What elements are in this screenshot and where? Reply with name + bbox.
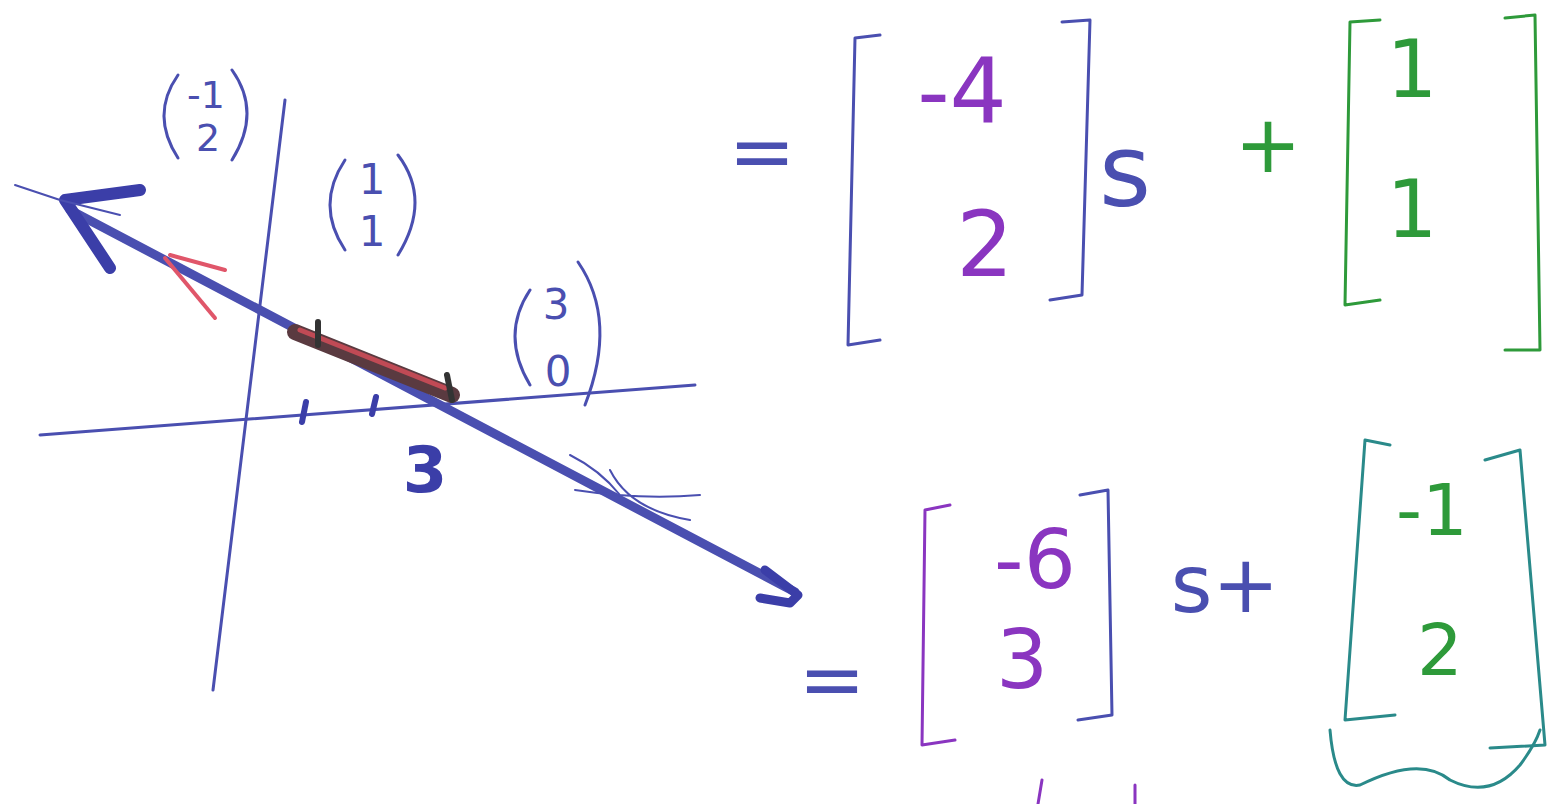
direction-segment xyxy=(300,330,445,388)
plus-sign: + xyxy=(1234,105,1301,185)
bracket xyxy=(1345,20,1380,305)
bracket xyxy=(848,35,880,345)
vector-entry: 1 xyxy=(359,159,386,201)
matrix-entry: 3 xyxy=(996,619,1048,701)
paren xyxy=(578,262,600,405)
bracket xyxy=(1505,15,1540,350)
tick-mark xyxy=(302,402,306,422)
paren xyxy=(515,290,530,385)
paren xyxy=(398,155,415,255)
paren xyxy=(164,75,178,158)
vector-entry: 3 xyxy=(543,284,570,326)
arrow-head xyxy=(760,570,798,603)
y-axis xyxy=(213,100,285,690)
bracket xyxy=(1345,440,1395,720)
bracket xyxy=(1078,490,1112,720)
parameter: s xyxy=(1099,122,1151,222)
bracket-stub xyxy=(1038,780,1042,804)
vector-entry: -1 xyxy=(187,76,225,114)
matrix-entry: -1 xyxy=(1396,474,1468,546)
vector-entry: 0 xyxy=(545,351,572,393)
bracket xyxy=(922,505,955,745)
bracket-stub xyxy=(1134,785,1137,804)
tick-mark xyxy=(372,397,376,414)
sketch-strokes xyxy=(570,455,700,520)
arrow-sketch xyxy=(15,185,120,215)
parametric-line xyxy=(70,210,795,592)
matrix-entry: -6 xyxy=(994,519,1076,601)
parameter: s+ xyxy=(1171,545,1280,625)
paren xyxy=(330,160,345,250)
equals-sign: = xyxy=(798,640,865,720)
point-mark xyxy=(315,322,321,345)
point-mark xyxy=(447,375,452,400)
matrix-entry: 1 xyxy=(1387,30,1438,110)
matrix-entry: 2 xyxy=(1417,614,1463,686)
axis-value: 3 xyxy=(403,438,448,502)
bracket xyxy=(1050,20,1090,300)
matrix-entry: -4 xyxy=(917,47,1007,137)
paren xyxy=(232,70,247,160)
bracket xyxy=(1485,450,1545,748)
equals-sign: = xyxy=(728,112,795,192)
vector-entry: 2 xyxy=(196,119,220,157)
arrow-head xyxy=(65,190,140,268)
x-axis xyxy=(40,385,695,435)
red-mark xyxy=(170,255,225,270)
brace xyxy=(1330,730,1540,787)
matrix-entry: 1 xyxy=(1387,170,1438,250)
matrix-entry: 2 xyxy=(956,200,1013,290)
vector-entry: 1 xyxy=(359,211,386,253)
